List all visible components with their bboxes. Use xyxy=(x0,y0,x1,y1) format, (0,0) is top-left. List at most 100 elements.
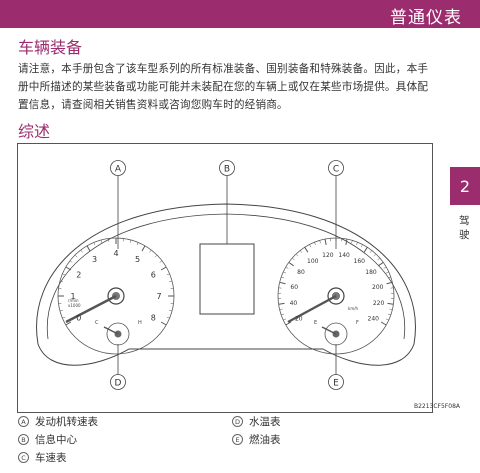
speed-tick xyxy=(387,302,394,305)
speed-tick xyxy=(279,308,283,310)
water-temp-gauge: C H xyxy=(95,320,142,346)
tach-unit-label-2: x1000 xyxy=(68,303,81,308)
callout-b: B xyxy=(219,160,235,176)
speed-tick-label: 140 xyxy=(338,252,350,259)
temp-label-c: C xyxy=(95,320,99,326)
speed-tick xyxy=(360,244,363,248)
tach-tick-label: 5 xyxy=(135,255,140,264)
callout-c: C xyxy=(328,160,344,176)
speed-tick xyxy=(387,276,391,279)
tach-tick xyxy=(74,254,78,258)
legend-letter-a: A xyxy=(18,416,29,427)
callout-a: A xyxy=(110,160,126,176)
tach-tick-label: 4 xyxy=(113,249,118,258)
speed-tick-label: 240 xyxy=(368,316,380,323)
speed-tick xyxy=(369,250,373,253)
svg-text:D: D xyxy=(115,379,122,389)
legend-item-c: C 车速表 xyxy=(18,450,67,465)
info-center-display xyxy=(199,243,255,315)
speed-tick xyxy=(380,321,387,326)
page-header-title: 普通仪表 xyxy=(390,8,462,28)
tach-tick xyxy=(166,316,170,319)
tach-tick xyxy=(65,321,72,326)
speed-tick xyxy=(299,250,303,253)
legend-label-a: 发动机转速表 xyxy=(35,416,98,428)
fuel-label-f: F xyxy=(356,320,359,326)
legend-label-e: 燃油表 xyxy=(249,434,281,446)
tach-tick xyxy=(80,249,83,253)
callout-d: D xyxy=(110,374,126,390)
tach-hub xyxy=(107,287,125,305)
speed-tick xyxy=(373,253,377,257)
speed-tick xyxy=(387,313,391,316)
tach-tick xyxy=(136,242,139,246)
section-title-overview: 综述 xyxy=(18,122,51,141)
tach-tick-label: 8 xyxy=(151,314,156,323)
speed-tick xyxy=(283,271,287,274)
speed-tick-label: 40 xyxy=(290,300,298,307)
speed-tick xyxy=(278,302,285,305)
svg-text:C: C xyxy=(333,165,339,175)
callout-e: E xyxy=(328,374,344,390)
chapter-tab[interactable]: 2 xyxy=(450,167,480,205)
tach-tick xyxy=(160,321,167,326)
tach-tick xyxy=(141,245,146,252)
header-bar xyxy=(0,0,480,28)
speed-tick xyxy=(356,242,358,246)
speed-tick-label: 20 xyxy=(295,316,303,323)
speed-tick-label: 160 xyxy=(354,258,366,265)
tach-tick-label: 7 xyxy=(156,292,161,301)
tach-tick xyxy=(100,239,103,243)
cluster-outer-outline xyxy=(36,203,416,366)
speed-tick-label: 60 xyxy=(290,284,298,291)
speed-tick-label: 180 xyxy=(365,269,377,276)
tach-tick-label: 2 xyxy=(76,271,81,280)
speed-hub xyxy=(327,287,345,305)
legend-letter-d: D xyxy=(232,416,243,427)
svg-text:A: A xyxy=(115,165,122,175)
tach-tick xyxy=(62,316,66,319)
temp-needle xyxy=(103,326,119,335)
legend-letter-b: B xyxy=(18,434,29,445)
tach-tick xyxy=(160,266,167,271)
tach-needle xyxy=(65,294,117,324)
tach-tick xyxy=(154,254,158,258)
speed-tick-label: 220 xyxy=(373,300,385,307)
legend-label-b: 信息中心 xyxy=(35,434,77,446)
speed-tick xyxy=(345,238,348,246)
speed-tick xyxy=(281,276,285,279)
figure-code: B2213CF5F08A xyxy=(413,403,460,410)
tach-tick xyxy=(65,266,72,271)
speed-tick xyxy=(314,242,316,246)
tach-tick-label: 1 xyxy=(70,292,75,301)
tach-tick xyxy=(169,280,173,283)
speed-tick xyxy=(377,257,380,261)
speed-tick xyxy=(385,318,389,321)
tach-tick-label: 3 xyxy=(92,255,97,264)
speed-tick xyxy=(319,240,321,244)
tach-tick xyxy=(129,239,132,243)
speed-tick xyxy=(304,246,309,253)
speed-unit-label: km/h xyxy=(348,306,359,311)
speed-tick xyxy=(281,313,285,316)
tach-tick xyxy=(166,273,170,276)
speed-tick xyxy=(285,266,289,269)
speed-tick xyxy=(295,253,299,257)
speed-tick xyxy=(385,271,389,274)
legend-letter-e: E xyxy=(232,434,243,445)
speed-tick-label: 200 xyxy=(372,284,384,291)
legend-label-d: 水温表 xyxy=(249,416,281,428)
speed-tick xyxy=(288,261,294,267)
speed-tick-label: 100 xyxy=(307,258,319,265)
tach-tick xyxy=(159,260,163,263)
speed-needle xyxy=(287,294,337,324)
tach-tick xyxy=(59,309,63,312)
legend-letter-c: C xyxy=(18,452,29,463)
legend-item-a: A 发动机转速表 xyxy=(18,414,98,429)
equipment-paragraph: 请注意，本手册包含了该车型系列的所有标准装备、国别装备和特殊装备。因此，本手册中… xyxy=(18,63,429,111)
speed-tick xyxy=(292,257,295,261)
